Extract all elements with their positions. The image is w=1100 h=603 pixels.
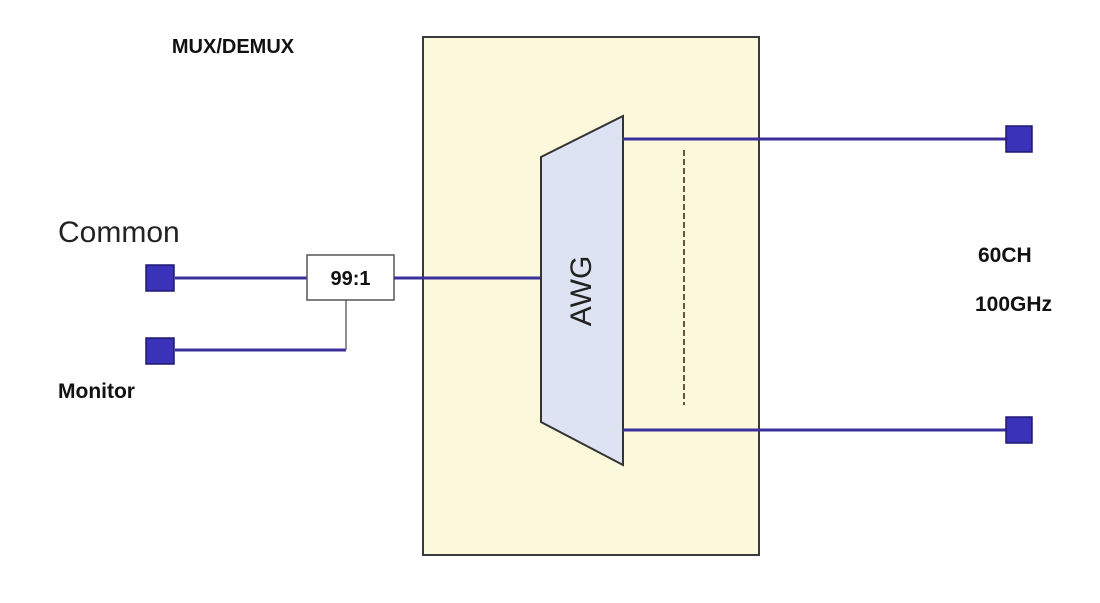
awg-label: AWG <box>565 256 598 327</box>
monitor-label: Monitor <box>58 380 135 403</box>
common-label: Common <box>58 216 180 249</box>
channel-count-label: 60CH <box>978 244 1032 267</box>
channel-spacing-label: 100GHz <box>975 293 1052 316</box>
awg-block <box>540 114 624 467</box>
monitor-port <box>145 337 175 365</box>
splitter-box <box>306 254 395 301</box>
channel-last-port <box>1005 416 1033 444</box>
splitter-ratio-label: 99:1 <box>330 268 370 290</box>
channel-first-port <box>1005 125 1033 153</box>
common-port <box>145 264 175 292</box>
diagram-title: MUX/DEMUX <box>172 36 295 58</box>
